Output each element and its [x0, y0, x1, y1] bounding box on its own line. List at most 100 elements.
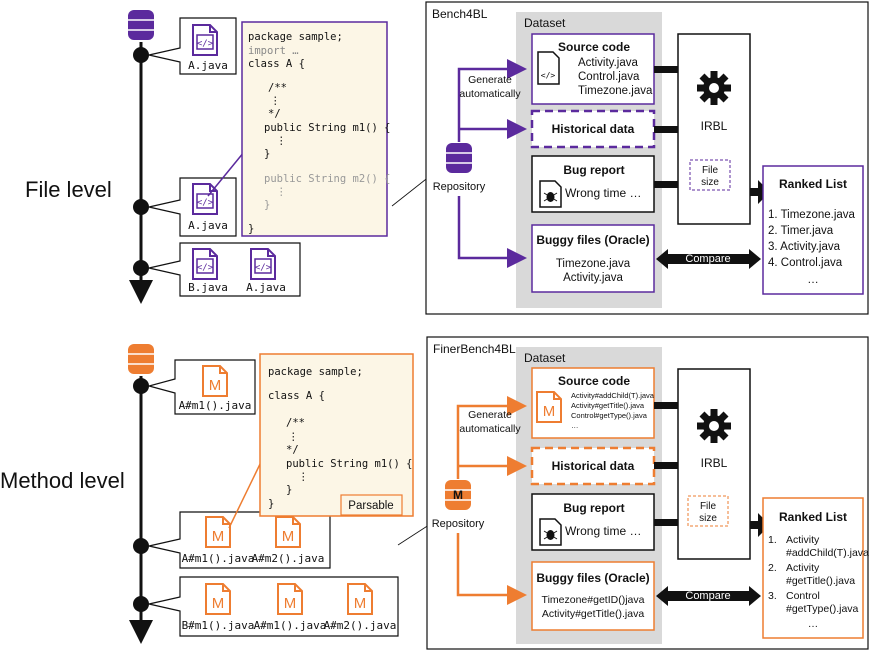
irbl-box [677, 368, 751, 560]
code-line: */ [286, 444, 299, 456]
file-name: A#m2().java [252, 552, 325, 565]
ranked-item: 1. [768, 534, 777, 546]
java-file-icon [192, 248, 218, 280]
file-size-label: File [700, 501, 717, 512]
bug-icon [539, 180, 562, 208]
code-line: public String m1() { [264, 122, 390, 134]
gear-icon [697, 71, 731, 105]
buggy-files-title: Buggy files (Oracle) [536, 571, 649, 585]
ranked-list-title: Ranked List [779, 177, 847, 191]
code-link-line [228, 459, 263, 529]
input-connector [654, 519, 678, 526]
ranked-list-box [762, 497, 864, 639]
buggy-file: Timezone.java [556, 258, 631, 270]
generate-label: Generate [468, 409, 512, 421]
repository-label: Repository [432, 518, 485, 530]
method-level-section: Method level A#m1().java A#m1().java A#m… [0, 336, 869, 650]
ranked-item: Activity [786, 534, 820, 546]
ranked-item: Control [786, 590, 820, 602]
method-db-letter: M [453, 488, 463, 502]
code-line: /** [286, 417, 305, 429]
source-code-title: Source code [558, 40, 630, 54]
method-file-icon [275, 516, 301, 548]
compare-label: Compare [685, 590, 730, 602]
commit-node [133, 378, 149, 394]
repository-db-icon [445, 480, 471, 510]
code-icon-glyph: </> [541, 71, 556, 80]
source-file: Activity#getTitle().java [571, 401, 645, 410]
code-line: } [264, 199, 270, 211]
file-size-box [687, 495, 729, 527]
input-connector [654, 462, 678, 469]
code-line: package sample; [248, 31, 343, 43]
code-line: ⋮ [298, 471, 309, 483]
code-line: ⋮ [270, 95, 281, 107]
generate-label: automatically [459, 423, 521, 435]
file-name: A.java [188, 219, 228, 232]
buggy-files-title: Buggy files (Oracle) [536, 233, 649, 247]
commit-node [133, 538, 149, 554]
bench-title: Bench4BL [432, 7, 488, 21]
code-line: } [268, 498, 274, 510]
ranked-item: 2. [768, 562, 777, 574]
code-panel [259, 353, 414, 517]
code-line: package sample; [268, 366, 363, 378]
commit-node [133, 596, 149, 612]
bug-icon [539, 518, 562, 546]
buggy-file: Activity.java [563, 272, 623, 284]
method-file-icon [205, 516, 231, 548]
method-file-icon [205, 583, 231, 615]
source-code-title: Source code [558, 374, 630, 388]
commit-node [133, 47, 149, 63]
input-connector [654, 181, 678, 188]
irbl-label: IRBL [701, 456, 728, 470]
source-file: Activity#addChild(T).java [571, 391, 655, 400]
method-file-icon [347, 583, 373, 615]
ranked-item: #getTitle().java [786, 575, 855, 587]
code-line: class A { [268, 390, 325, 402]
file-name: A#m1().java [182, 552, 255, 565]
bug-report-title: Bug report [563, 163, 624, 177]
output-arrow [750, 513, 770, 537]
code-line: public String m1() { [286, 458, 412, 470]
dataset-label: Dataset [524, 351, 566, 365]
buggy-files-box [531, 561, 655, 631]
code-line: } [286, 484, 292, 496]
flow-arrow [457, 59, 527, 142]
ranked-item: … [808, 618, 819, 630]
method-level-label: Method level [0, 468, 125, 493]
code-line: /** [268, 82, 287, 94]
ranked-item: 3. [768, 590, 777, 602]
file-level-label: File level [25, 177, 112, 202]
code-line: class A { [248, 58, 305, 70]
commit-node [133, 260, 149, 276]
code-link-line [207, 151, 245, 197]
repository-db-icon [127, 9, 155, 41]
generate-label: automatically [459, 88, 521, 100]
source-file: Control.java [578, 71, 640, 83]
code-line: */ [268, 108, 281, 120]
ranked-item: 3. Activity.java [768, 241, 841, 253]
historical-data-box [530, 446, 656, 486]
buggy-file: Activity#getTitle().java [542, 608, 644, 620]
file-level-section: File level A.java A.java B.java A.java p… [25, 1, 869, 315]
parsable-label: Parsable [348, 500, 393, 512]
historical-data-box [530, 109, 656, 149]
file-name: A#m2().java [324, 619, 397, 632]
flow-arrow [456, 533, 527, 605]
ranked-list-box [762, 165, 864, 295]
ranked-item: … [807, 274, 819, 286]
file-name: A#m1().java [179, 399, 252, 412]
ranked-item: 2. Timer.java [768, 225, 834, 237]
ranked-item: 1. Timezone.java [768, 209, 856, 221]
connector-line [391, 175, 431, 207]
code-line: ⋮ [276, 135, 287, 147]
generate-label: Generate [468, 74, 512, 86]
ranked-item: #addChild(T).java [786, 547, 869, 559]
method-file-icon [202, 365, 228, 397]
java-file-icon [250, 248, 276, 280]
flow-arrow [456, 396, 527, 479]
output-arrow [750, 180, 770, 204]
flow-arrow [457, 196, 527, 268]
